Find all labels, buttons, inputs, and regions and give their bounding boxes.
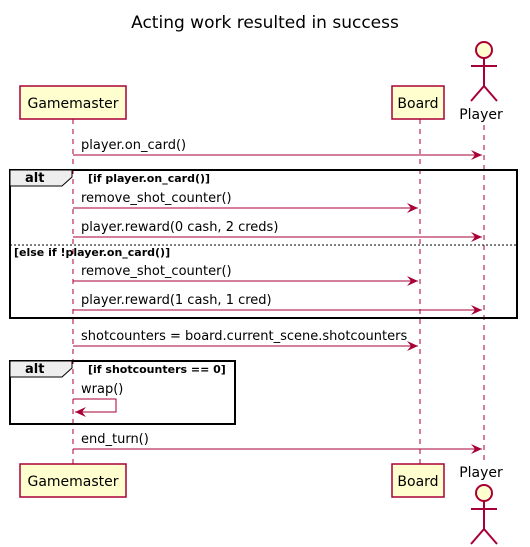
message-label: shotcounters = board.current_scene.shotc… (81, 329, 407, 344)
message-label: player.on_card() (81, 138, 186, 153)
board-label: Board (397, 96, 438, 112)
alt-fragment: alt [if shotcounters == 0] (9, 360, 236, 425)
diagram-title: Acting work resulted in success (131, 13, 399, 33)
fragment-keyword: alt (25, 362, 44, 377)
gamemaster-participant-top: Gamemaster (19, 85, 127, 120)
board-participant-top: Board (391, 85, 445, 120)
fragment-guard: [if player.on_card()] (88, 172, 210, 185)
else-guard: [else if !player.on_card()] (14, 246, 170, 259)
message-label: remove_shot_counter() (81, 264, 232, 279)
board-participant-bottom: Board (391, 463, 445, 498)
player-label: Player (459, 107, 503, 123)
message-label: wrap() (81, 382, 123, 397)
gamemaster-label: Gamemaster (27, 96, 118, 112)
message-label: remove_shot_counter() (81, 191, 232, 206)
message-label: player.reward(1 cash, 1 cred) (81, 293, 272, 308)
fragment-keyword: alt (25, 171, 44, 186)
actor-head-icon (475, 484, 493, 502)
player-actor-top: Player (459, 41, 503, 123)
self-message-arrow (73, 398, 117, 417)
gamemaster-participant-bottom: Gamemaster (19, 463, 127, 498)
player-actor-bottom: Player (459, 465, 503, 545)
message-label: end_turn() (81, 432, 149, 447)
fragment-guard: [if shotcounters == 0] (88, 363, 226, 376)
player-label: Player (459, 465, 503, 481)
alt-fragment: alt [if player.on_card()] [else if !play… (9, 169, 518, 319)
board-label: Board (397, 474, 438, 490)
actor-head-icon (475, 41, 493, 59)
gamemaster-label: Gamemaster (27, 474, 118, 490)
message-label: player.reward(0 cash, 2 creds) (81, 220, 278, 235)
